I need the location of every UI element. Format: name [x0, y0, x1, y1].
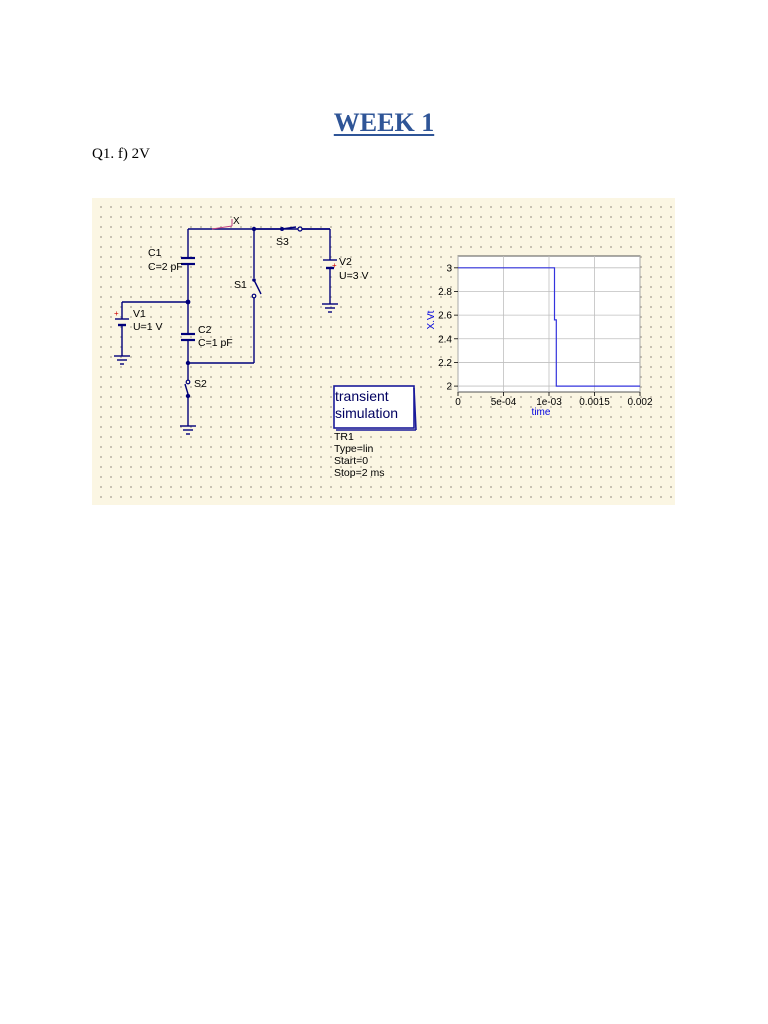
chart-series-layer [458, 267, 640, 387]
page-title: WEEK 1 [333, 108, 435, 137]
svg-text:+: + [332, 261, 337, 270]
sim-title-line2: simulation [335, 405, 398, 421]
s1-name: S1 [234, 279, 247, 291]
c2-value: C=1 pF [198, 337, 233, 349]
chart-ticks: 0 5e-04 1e-03 0.0015 0.002 2 2.2 2.4 2.6 2.8 3 [438, 263, 653, 408]
wires [121, 228, 331, 426]
sim-name: TR1 [334, 431, 354, 443]
y-tick-label: 2.2 [438, 358, 452, 369]
ground-v2-icon [322, 303, 338, 313]
v2-value: U=3 V [339, 270, 368, 282]
sim-title-line1: transient [335, 388, 389, 404]
voltage-source-v1[interactable]: + V1 U=1 V [114, 308, 162, 333]
voltage-probe-x[interactable]: X [211, 216, 240, 230]
v2-name: V2 [339, 256, 352, 268]
x-tick-label: 5e-04 [491, 397, 517, 408]
s3-name: S3 [276, 236, 289, 248]
y-axis-label: X.Vt [426, 310, 437, 329]
y-tick-label: 2.6 [438, 311, 452, 322]
sim-type: Type=lin [334, 443, 374, 455]
ground-v1-icon [114, 355, 130, 365]
junction-dots [185, 226, 257, 399]
c1-value: C=2 pF [148, 261, 183, 273]
schematic-drawing: X C1 C=2 pF C2 C=1 pF + V1 U=1 V [114, 216, 653, 479]
capacitor-c2[interactable]: C2 C=1 pF [181, 324, 233, 349]
switch-s3[interactable]: S3 [254, 226, 303, 248]
x-tick-label: 1e-03 [536, 397, 562, 408]
x-axis-label: time [532, 407, 551, 418]
switch-s1[interactable]: S1 [234, 278, 262, 299]
y-tick-label: 2 [446, 382, 452, 393]
v1-name: V1 [133, 308, 146, 320]
x-tick-label: 0.002 [627, 397, 652, 408]
y-tick-label: 2.4 [438, 334, 452, 345]
switch-s2[interactable]: S2 [184, 378, 207, 395]
circuit-schematic: X C1 C=2 pF C2 C=1 pF + V1 U=1 V [92, 198, 675, 505]
ground-s2-icon [180, 425, 196, 435]
series-line [458, 267, 640, 387]
question-text: Q1. f) 2V [92, 146, 150, 162]
x-tick-label: 0.0015 [579, 397, 610, 408]
y-tick-label: 3 [446, 263, 452, 274]
capacitor-c1[interactable]: C1 C=2 pF [148, 247, 195, 273]
v1-value: U=1 V [133, 321, 162, 333]
probe-label: X [233, 216, 240, 227]
svg-text:+: + [114, 309, 119, 318]
c2-name: C2 [198, 324, 212, 336]
transient-chart[interactable]: 0 5e-04 1e-03 0.0015 0.002 2 2.2 2.4 2.6 2.8 3 tim… [426, 255, 653, 418]
y-tick-label: 2.8 [438, 287, 452, 298]
sim-start: Start=0 [334, 455, 368, 467]
voltage-source-v2[interactable]: + V2 U=3 V [323, 256, 368, 282]
transient-simulation-block[interactable]: transient simulation TR1 Type=lin Start=… [333, 385, 417, 479]
s2-name: S2 [194, 378, 207, 390]
c1-name: C1 [148, 247, 162, 259]
sim-stop: Stop=2 ms [334, 467, 385, 479]
x-tick-label: 0 [455, 397, 461, 408]
